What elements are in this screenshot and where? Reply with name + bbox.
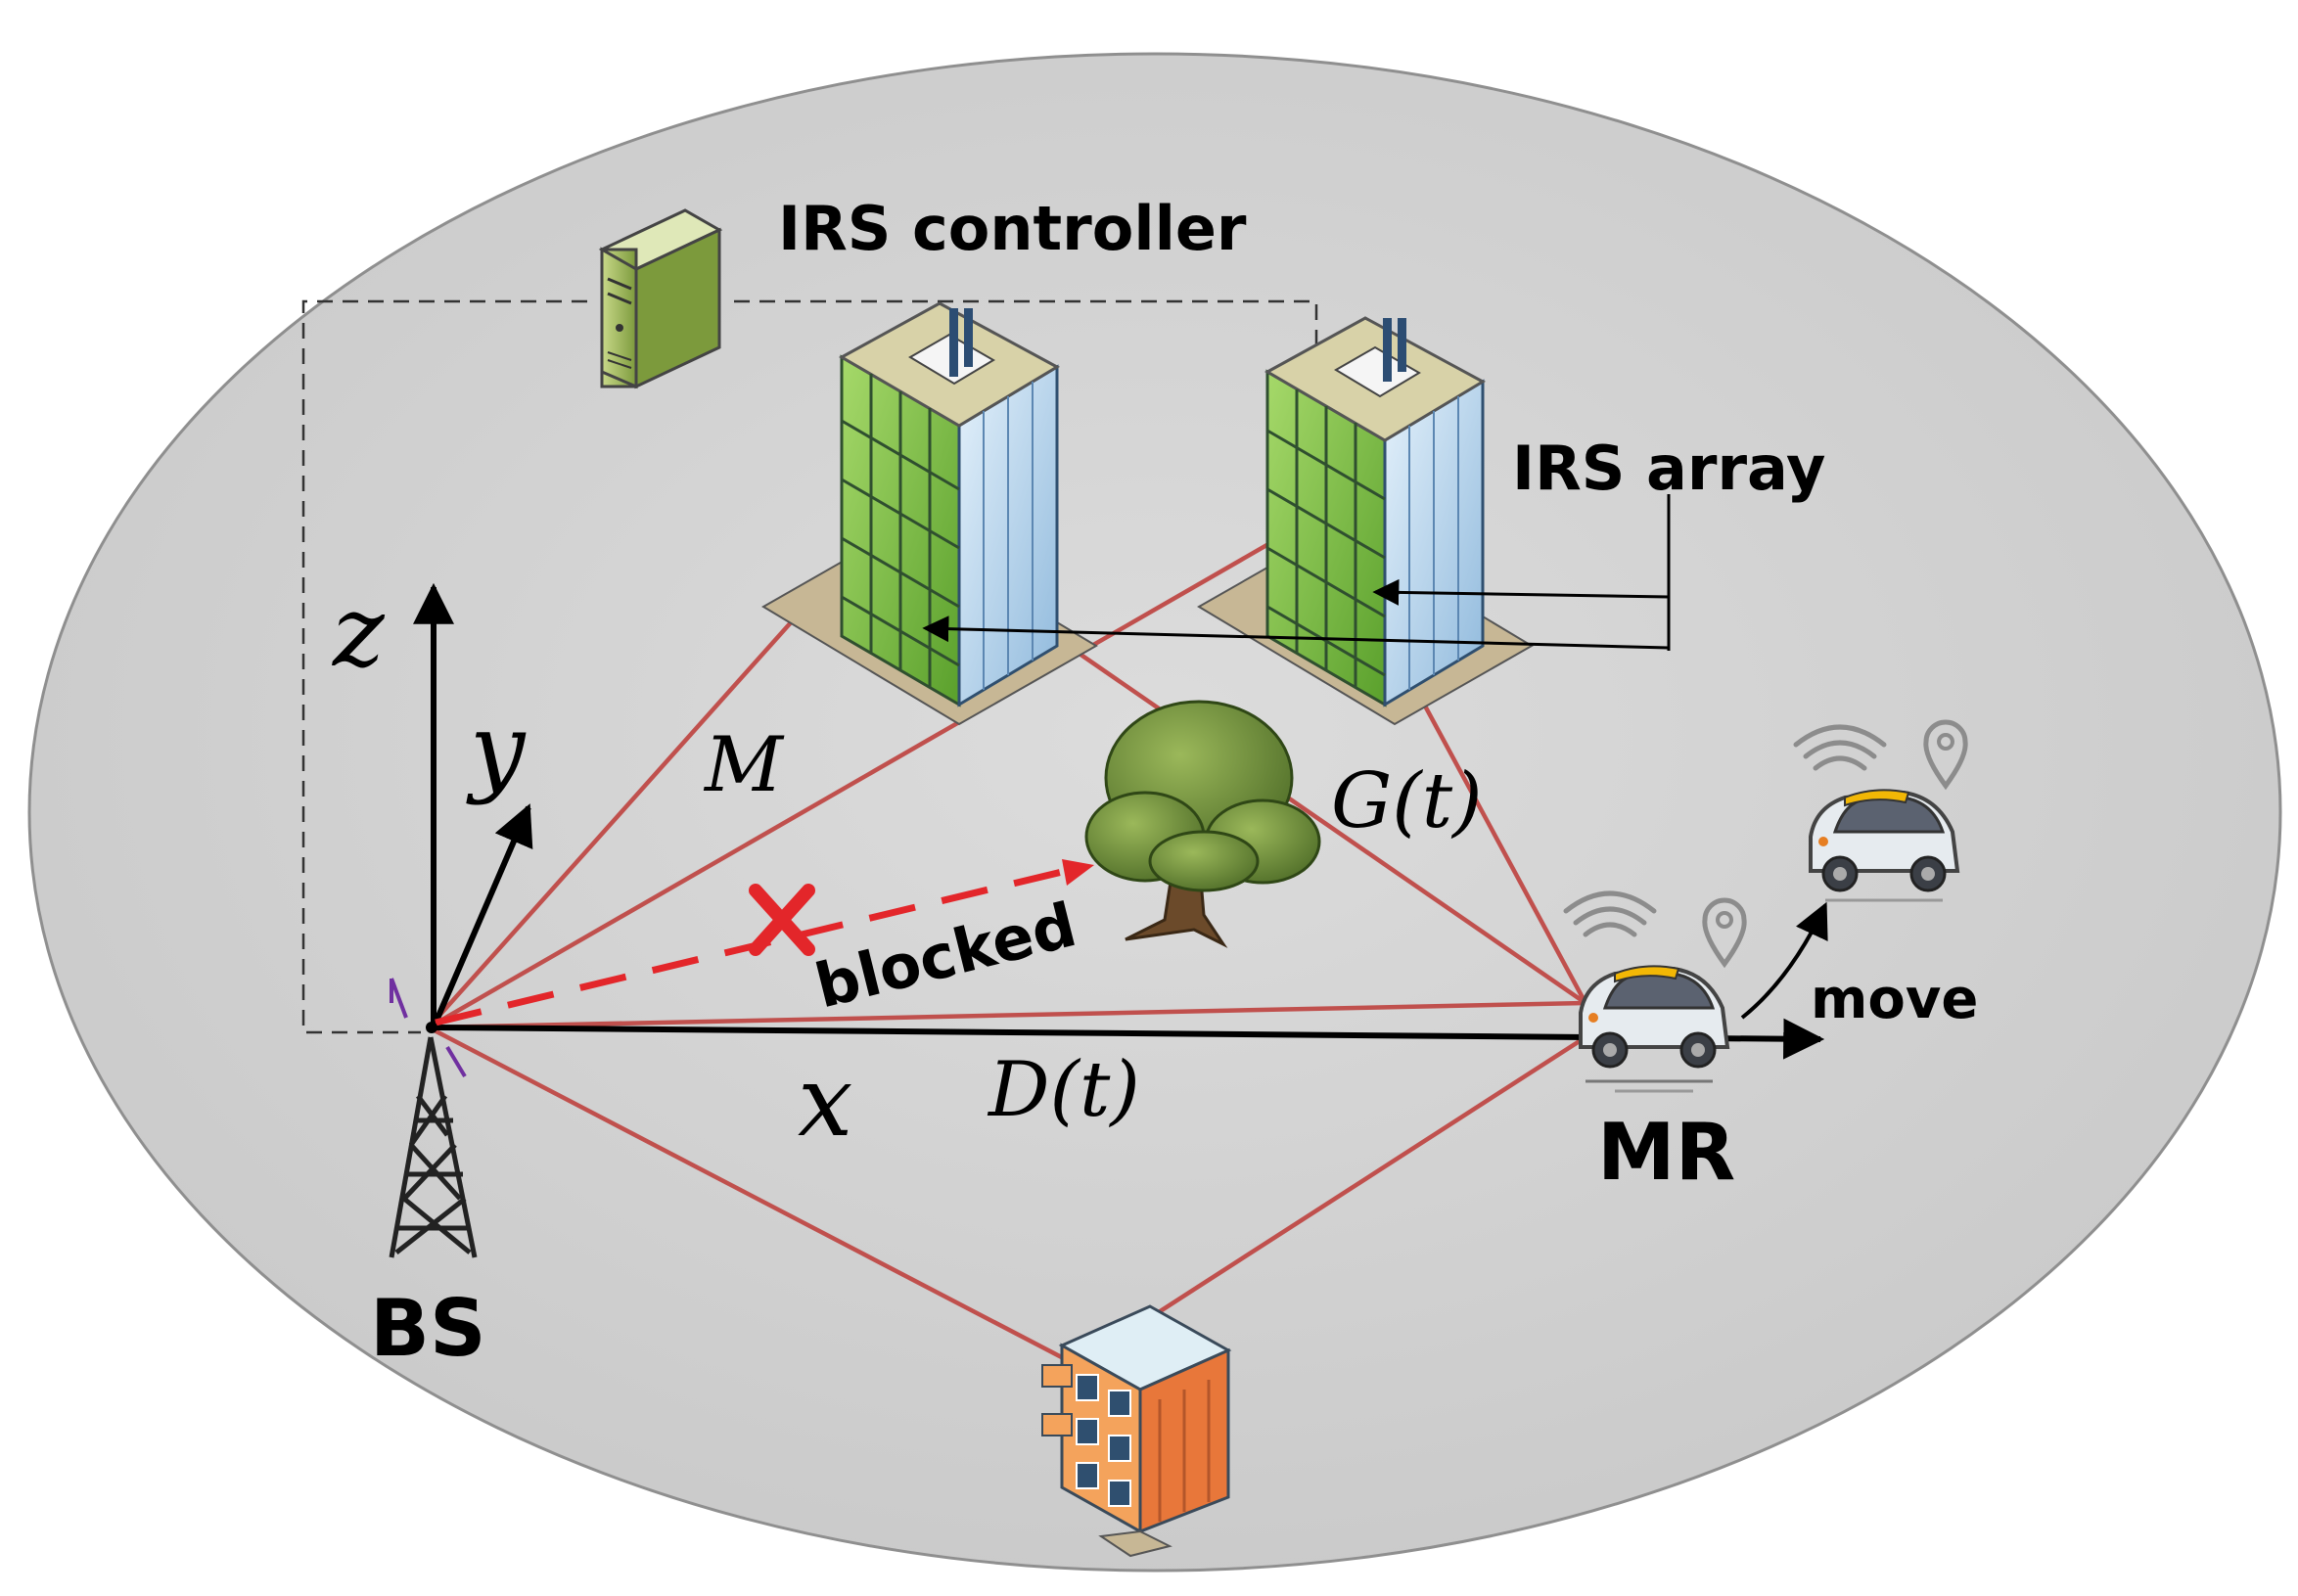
bs-label: BS	[370, 1283, 486, 1374]
server-tower-icon	[598, 208, 723, 389]
control-link-dashed	[301, 299, 587, 1034]
irs-controller-label: IRS controller	[778, 193, 1247, 264]
move-label: move	[1811, 968, 1978, 1031]
movement-arrow	[1740, 901, 1828, 1020]
antenna-tower-icon	[389, 978, 478, 1258]
wifi-signal-icon	[1563, 890, 1657, 937]
irs-array-pointers	[922, 494, 1671, 651]
wifi-signal-icon	[1793, 724, 1887, 771]
tree-icon	[1084, 700, 1321, 948]
axis-z-label: z	[332, 574, 386, 689]
apartment-building-icon	[1041, 1304, 1232, 1558]
car-icon	[1809, 789, 1960, 902]
location-pin-icon	[1923, 719, 1968, 791]
channel-m-label: M	[703, 721, 785, 809]
y-axis	[431, 803, 533, 1029]
channel-g-label: G(t)	[1331, 757, 1483, 845]
car-icon	[1579, 965, 1730, 1093]
blocked-path-arrowhead	[1062, 859, 1094, 886]
skyscraper-icon	[1197, 316, 1534, 726]
channel-d-label: D(t)	[987, 1046, 1140, 1134]
axis-x-label: x	[798, 1044, 852, 1159]
mr-label: MR	[1597, 1107, 1735, 1198]
cross-mark-icon	[749, 884, 815, 956]
location-pin-icon	[1702, 897, 1747, 969]
irs-array-label: IRS array	[1512, 433, 1825, 504]
axis-y-label: y	[466, 692, 527, 806]
